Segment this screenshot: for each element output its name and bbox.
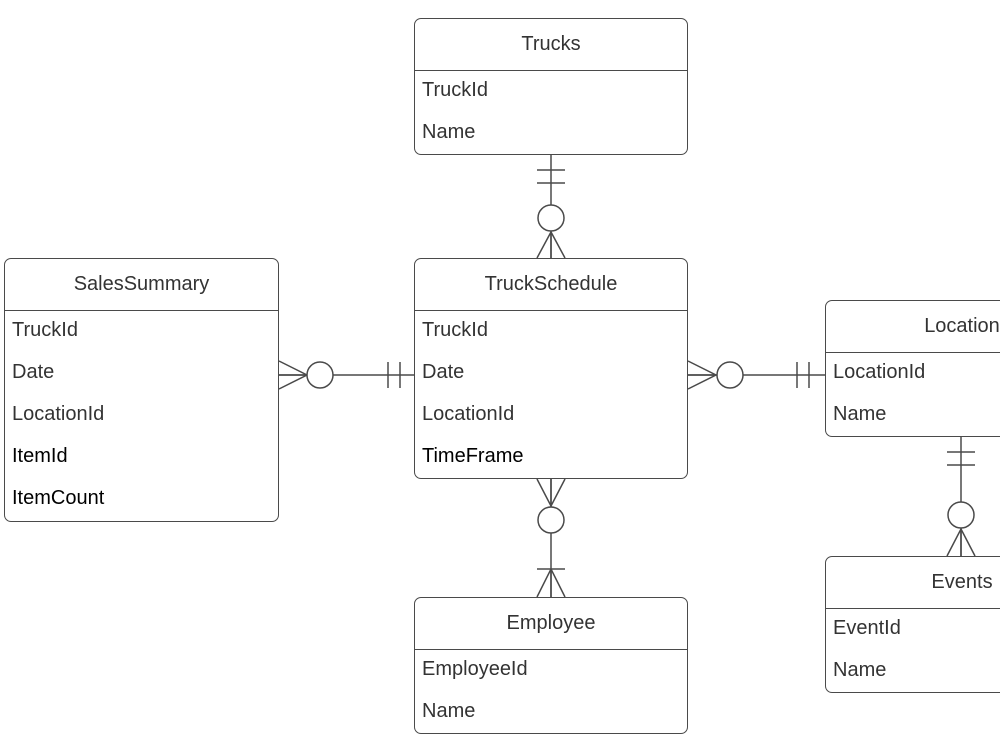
cardinality-circle bbox=[306, 361, 334, 389]
crows-foot bbox=[536, 567, 566, 598]
cardinality-circle bbox=[537, 506, 565, 534]
field-date: Date bbox=[12, 361, 55, 383]
field-employeeid: EmployeeId bbox=[422, 658, 528, 680]
field-locationid: LocationId bbox=[12, 403, 105, 425]
relationship-truckschedule-salessummary bbox=[278, 360, 414, 390]
entity-title-salessummary: SalesSummary bbox=[5, 259, 278, 311]
field-name: Name bbox=[833, 659, 887, 681]
field-name: Name bbox=[422, 700, 476, 722]
entity-title-events: Events bbox=[826, 557, 1000, 609]
crows-foot bbox=[536, 230, 566, 259]
entity-employee[interactable]: Employee EmployeeId Name bbox=[414, 597, 688, 734]
cardinality-circle bbox=[947, 501, 975, 529]
entity-title-trucks: Trucks bbox=[415, 19, 687, 71]
entity-location[interactable]: Location LocationId Name bbox=[825, 300, 1000, 437]
crows-foot bbox=[687, 360, 718, 390]
field-locationid: LocationId bbox=[833, 361, 926, 383]
entity-title-location: Location bbox=[826, 301, 1000, 353]
field-date: Date bbox=[422, 361, 465, 383]
cardinality-circle bbox=[537, 204, 565, 232]
field-itemcount: ItemCount bbox=[12, 487, 105, 509]
relationship-location-events bbox=[946, 437, 976, 557]
entity-salessummary[interactable]: SalesSummary TruckId Date LocationId Ite… bbox=[4, 258, 279, 522]
crows-foot bbox=[946, 527, 976, 557]
entity-trucks[interactable]: Trucks TruckId Name bbox=[414, 18, 688, 155]
entity-title-truckschedule: TruckSchedule bbox=[415, 259, 687, 311]
field-truckid: TruckId bbox=[12, 319, 78, 341]
field-eventid: EventId bbox=[833, 617, 901, 639]
crows-foot bbox=[536, 478, 566, 508]
cardinality-circle bbox=[716, 361, 744, 389]
entity-truckschedule[interactable]: TruckSchedule TruckId Date LocationId Ti… bbox=[414, 258, 688, 479]
field-name: Name bbox=[422, 121, 476, 143]
field-truckid: TruckId bbox=[422, 319, 488, 341]
field-truckid: TruckId bbox=[422, 79, 488, 101]
entity-events[interactable]: Events EventId Name bbox=[825, 556, 1000, 693]
field-timeframe: TimeFrame bbox=[422, 445, 524, 467]
relationship-trucks-truckschedule bbox=[536, 155, 566, 259]
crows-foot bbox=[278, 360, 309, 390]
relationship-location-truckschedule bbox=[687, 360, 825, 390]
relationship-employee-truckschedule bbox=[536, 478, 566, 598]
field-locationid: LocationId bbox=[422, 403, 515, 425]
entity-title-employee: Employee bbox=[415, 598, 687, 650]
field-itemid: ItemId bbox=[12, 445, 68, 467]
field-name: Name bbox=[833, 403, 887, 425]
